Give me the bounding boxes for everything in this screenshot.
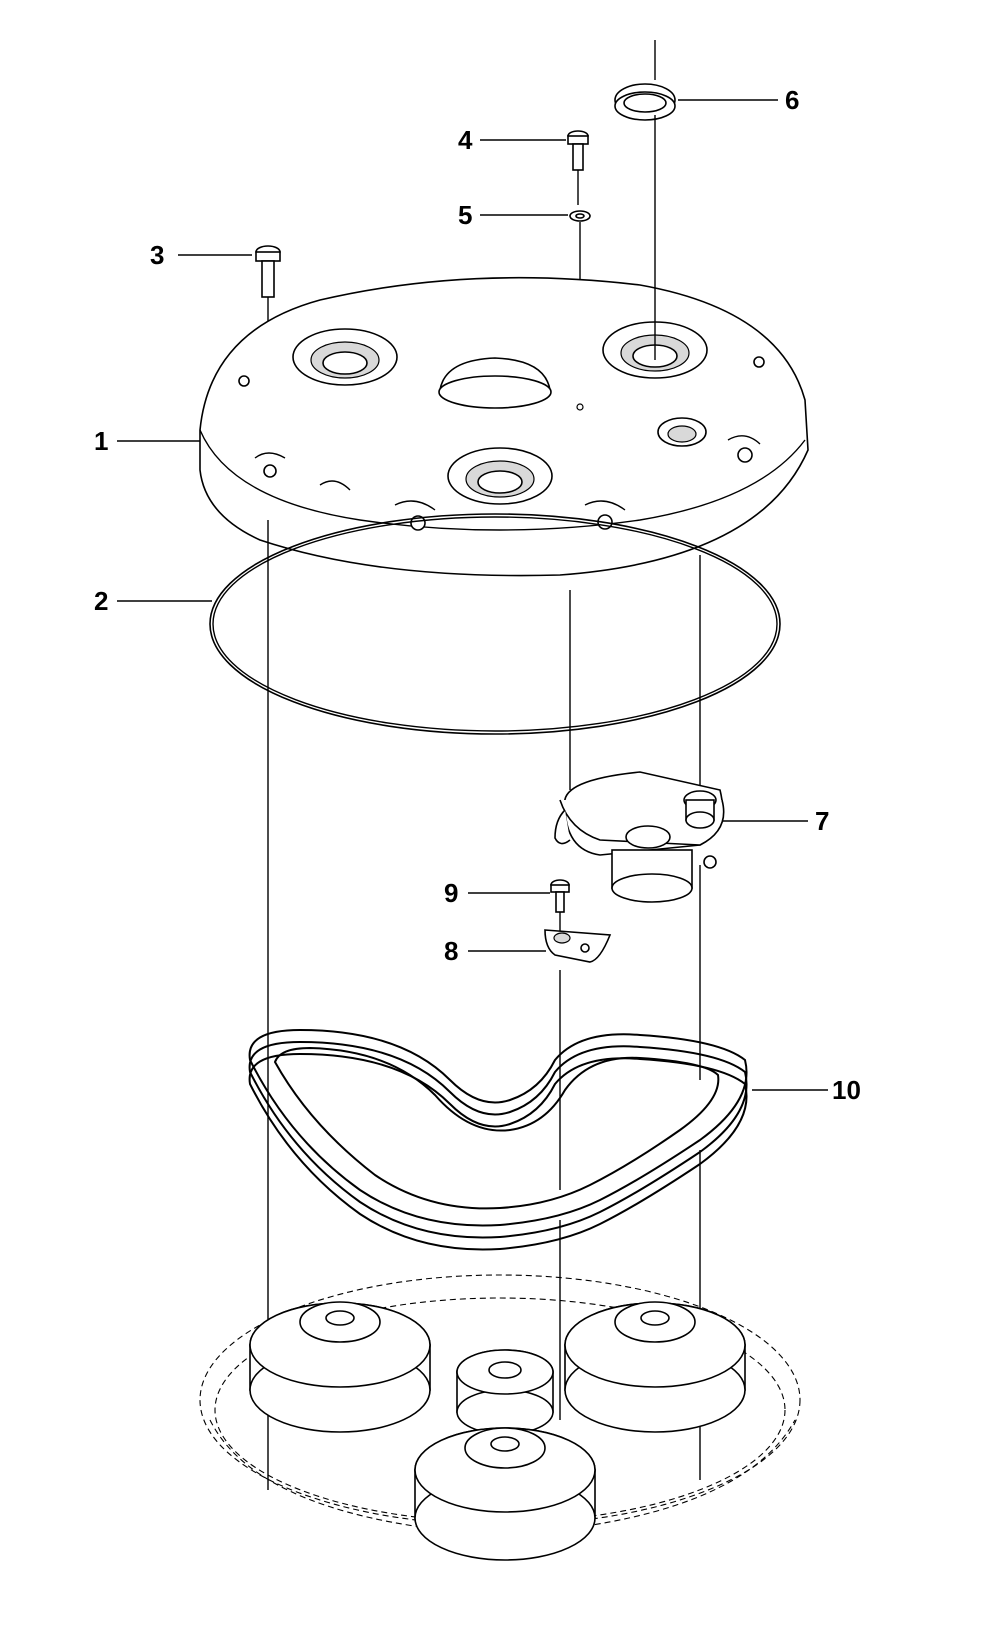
label-9: 9 [444,878,458,908]
label-8: 8 [444,936,458,966]
label-1: 1 [94,426,108,456]
part-6-seal-ring [614,40,676,121]
part-10-belt [248,1028,748,1251]
label-5: 5 [458,200,472,230]
label-2: 2 [94,586,108,616]
label-7: 7 [815,806,829,836]
part-8-block [544,929,612,963]
leader-lines [117,99,828,1091]
base-assembly-pulleys [199,1274,801,1561]
part-7-tensioner [554,771,725,903]
part-2-gasket [209,513,781,735]
part-9-screw [550,879,570,935]
label-10: 10 [832,1075,861,1105]
label-6: 6 [785,85,799,115]
part-4-screw [567,130,589,205]
part-1-cover [199,276,809,577]
label-3: 3 [150,240,164,270]
label-4: 4 [458,125,473,155]
